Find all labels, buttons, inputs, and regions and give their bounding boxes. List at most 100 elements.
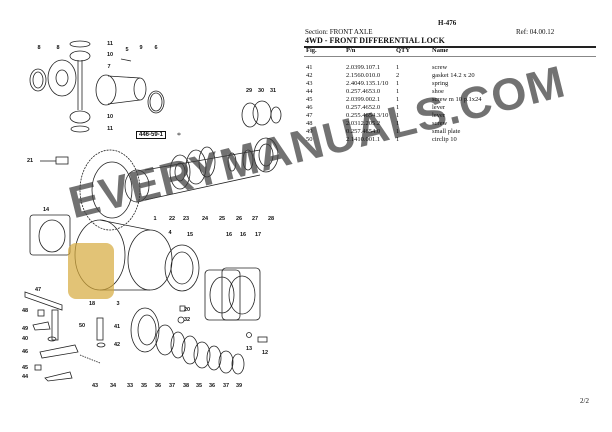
callout: 35 xyxy=(140,383,148,389)
cell-fig: 41 xyxy=(306,64,313,71)
callout: 41 xyxy=(113,324,121,330)
callout: 44 xyxy=(21,374,29,380)
watermark-logo xyxy=(68,243,114,299)
carrier-plate-14 xyxy=(29,214,71,256)
sliding-sleeve-springs xyxy=(130,305,268,375)
callout: 10 xyxy=(106,114,114,120)
page-number: 2/2 xyxy=(580,397,589,405)
section-label: Section: FRONT AXLE xyxy=(305,28,373,36)
callout: 8 xyxy=(56,45,60,51)
callout: 49 xyxy=(21,326,29,332)
cell-qty: 1 xyxy=(396,64,400,71)
callout: 11 xyxy=(107,41,113,47)
column-header-pn: P/n xyxy=(346,47,356,54)
cell-pn: 0.257.4653.0 xyxy=(346,88,381,95)
cell-qty: 1 xyxy=(396,128,400,135)
callout: 12 xyxy=(261,350,269,356)
callout: 26 xyxy=(235,216,243,222)
cell-qty: 1 xyxy=(396,136,400,143)
callout: 16 xyxy=(239,232,247,238)
callout: 25 xyxy=(218,216,226,222)
cell-fig: 42 xyxy=(306,72,313,79)
callout: 17 xyxy=(254,232,262,238)
cell-pn: 2.1560.010.0 xyxy=(346,72,381,79)
table-row: 45 2.0399.002.1 1 screw m 10 p.1x24 xyxy=(306,96,596,104)
cell-qty: 1 xyxy=(396,80,400,87)
cell-name: small plate xyxy=(432,128,461,135)
cell-name: circlip 10 xyxy=(432,136,457,143)
cell-fig: 50 xyxy=(306,136,313,143)
callout: 50 xyxy=(78,323,86,329)
pinion-shaft xyxy=(69,40,132,133)
cell-fig: 46 xyxy=(306,104,313,111)
cell-fig: 44 xyxy=(306,88,313,95)
cell-name: shoe xyxy=(432,88,444,95)
page-code: H-476 xyxy=(438,19,457,27)
callout: 5 xyxy=(125,47,129,53)
flanges-15-17 xyxy=(204,267,261,321)
callout: 16 xyxy=(225,232,233,238)
callout: 29 xyxy=(245,88,253,94)
cell-name: lever xyxy=(432,112,445,119)
callout: 37 xyxy=(168,383,176,389)
cell-pn: 2.0399.002.1 xyxy=(346,96,381,103)
callout: 11 xyxy=(107,126,113,132)
cell-pn: 2.4049.135.1/10 xyxy=(346,80,389,87)
callout: 8 xyxy=(37,45,41,51)
cell-fig: 45 xyxy=(306,96,313,103)
callout: 24 xyxy=(201,216,209,222)
callout: 39 xyxy=(235,383,243,389)
splined-hub xyxy=(95,74,165,114)
callout: 28 xyxy=(267,216,275,222)
cell-pn: 0.257.4654.0 xyxy=(346,128,381,135)
callout: 15 xyxy=(186,232,194,238)
callout: 37 xyxy=(222,383,230,389)
ring-gear xyxy=(40,137,279,231)
cell-pn: 2.1410.001.1 xyxy=(346,136,381,143)
cell-name: screw xyxy=(432,64,448,71)
cell-name: spring xyxy=(432,80,449,87)
callout: 6 xyxy=(154,45,158,51)
divider xyxy=(304,56,596,57)
cell-qty: 1 xyxy=(396,96,400,103)
callout: 23 xyxy=(182,216,190,222)
cell-qty: 1 xyxy=(396,112,400,119)
column-header-name: Name xyxy=(432,47,449,54)
callout: 14 xyxy=(42,207,50,213)
callout: 32 xyxy=(183,317,191,323)
reference-mark: * xyxy=(177,131,181,140)
callout: 1 xyxy=(153,216,157,222)
cell-pn: 0.255.4654.3/10 xyxy=(346,112,389,119)
cell-pn: 0.257.4652.0 xyxy=(346,104,381,111)
reference-label: Ref: 04.00.12 xyxy=(516,28,555,36)
table-header: Fig. P/n QTY Name xyxy=(306,47,596,55)
cell-fig: 48 xyxy=(306,120,313,127)
callout: 42 xyxy=(113,342,121,348)
callout: 31 xyxy=(269,88,277,94)
callout: 21 xyxy=(26,158,34,164)
reference-box: 446-59-1 xyxy=(136,131,167,139)
callout: 20 xyxy=(183,307,191,313)
cell-fig: 47 xyxy=(306,112,313,119)
table-row: 50 2.1410.001.1 1 circlip 10 xyxy=(306,136,596,144)
callout: 9 xyxy=(139,45,143,51)
cell-name: screw m 10 p.1x24 xyxy=(432,96,482,103)
callout: 22 xyxy=(168,216,176,222)
callout: 18 xyxy=(88,301,96,307)
cell-qty: 2 xyxy=(396,72,400,79)
page-title: 4WD - FRONT DIFFERENTIAL LOCK xyxy=(305,36,445,45)
callout: 36 xyxy=(208,383,216,389)
callout: 48 xyxy=(21,308,29,314)
cell-pn: 2.0399.107.1 xyxy=(346,64,381,71)
divider xyxy=(304,46,596,48)
cell-qty: 1 xyxy=(396,104,400,111)
column-header-fig: Fig. xyxy=(306,47,317,54)
callout: 38 xyxy=(182,383,190,389)
callout: 35 xyxy=(195,383,203,389)
